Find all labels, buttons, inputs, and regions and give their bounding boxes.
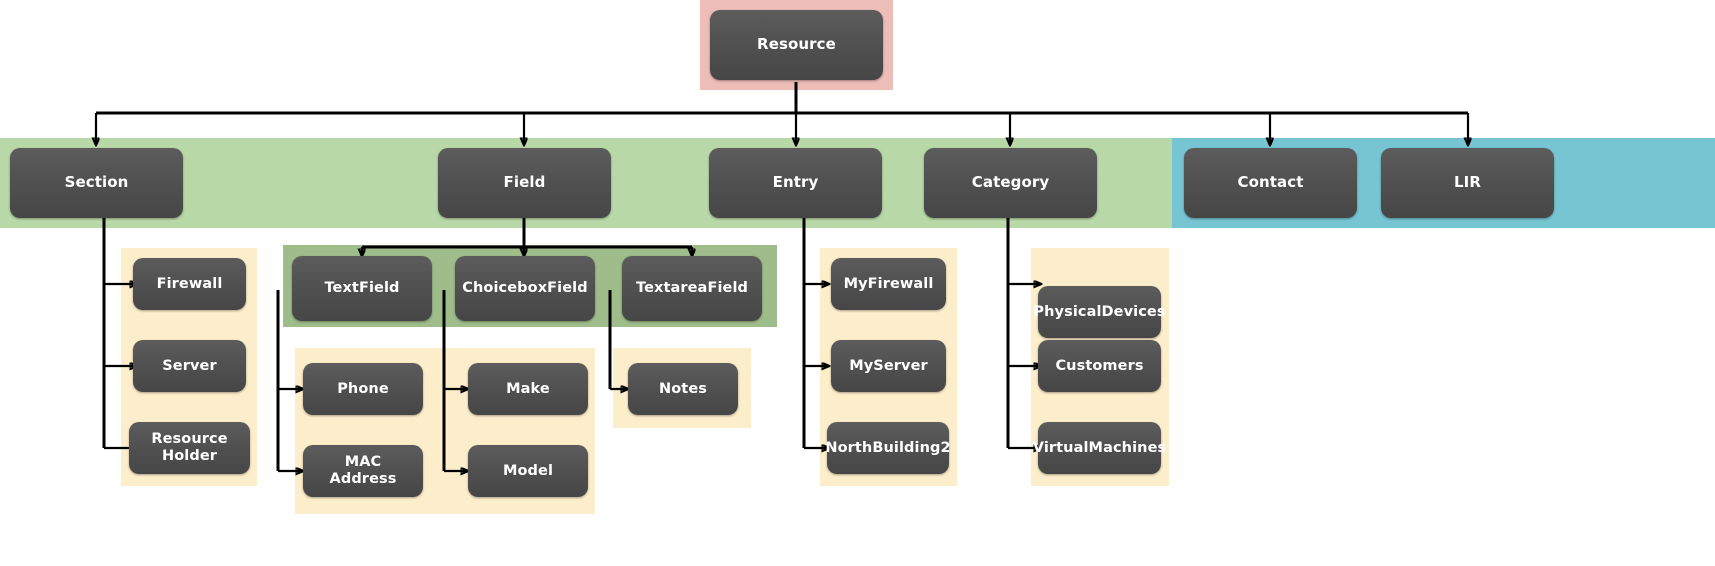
node-lir[interactable]: LIR — [1381, 148, 1554, 218]
node-customers[interactable]: Customers — [1038, 340, 1161, 392]
node-choiceboxfield[interactable]: ChoiceboxField — [455, 256, 595, 321]
node-textfield[interactable]: TextField — [292, 256, 432, 321]
node-physicaldevices[interactable]: PhysicalDevices — [1033, 286, 1166, 338]
node-myserver[interactable]: MyServer — [831, 340, 946, 392]
node-northbuilding2[interactable]: NorthBuilding2 — [825, 422, 951, 474]
node-textareafield[interactable]: TextareaField — [622, 256, 762, 321]
node-server[interactable]: Server — [133, 340, 246, 392]
node-notes[interactable]: Notes — [628, 363, 738, 415]
node-resource-holder[interactable]: Resource Holder — [129, 422, 250, 474]
node-phone[interactable]: Phone — [303, 363, 423, 415]
node-resource[interactable]: Resource — [710, 10, 883, 80]
node-section[interactable]: Section — [10, 148, 183, 218]
node-field[interactable]: Field — [438, 148, 611, 218]
node-virtualmachines[interactable]: VirtualMachines — [1033, 422, 1166, 474]
node-myfirewall[interactable]: MyFirewall — [831, 258, 946, 310]
node-category[interactable]: Category — [924, 148, 1097, 218]
node-model[interactable]: Model — [468, 445, 588, 497]
node-make[interactable]: Make — [468, 363, 588, 415]
node-mac-address[interactable]: MAC Address — [303, 445, 423, 497]
node-contact[interactable]: Contact — [1184, 148, 1357, 218]
node-entry[interactable]: Entry — [709, 148, 882, 218]
node-firewall[interactable]: Firewall — [133, 258, 246, 310]
